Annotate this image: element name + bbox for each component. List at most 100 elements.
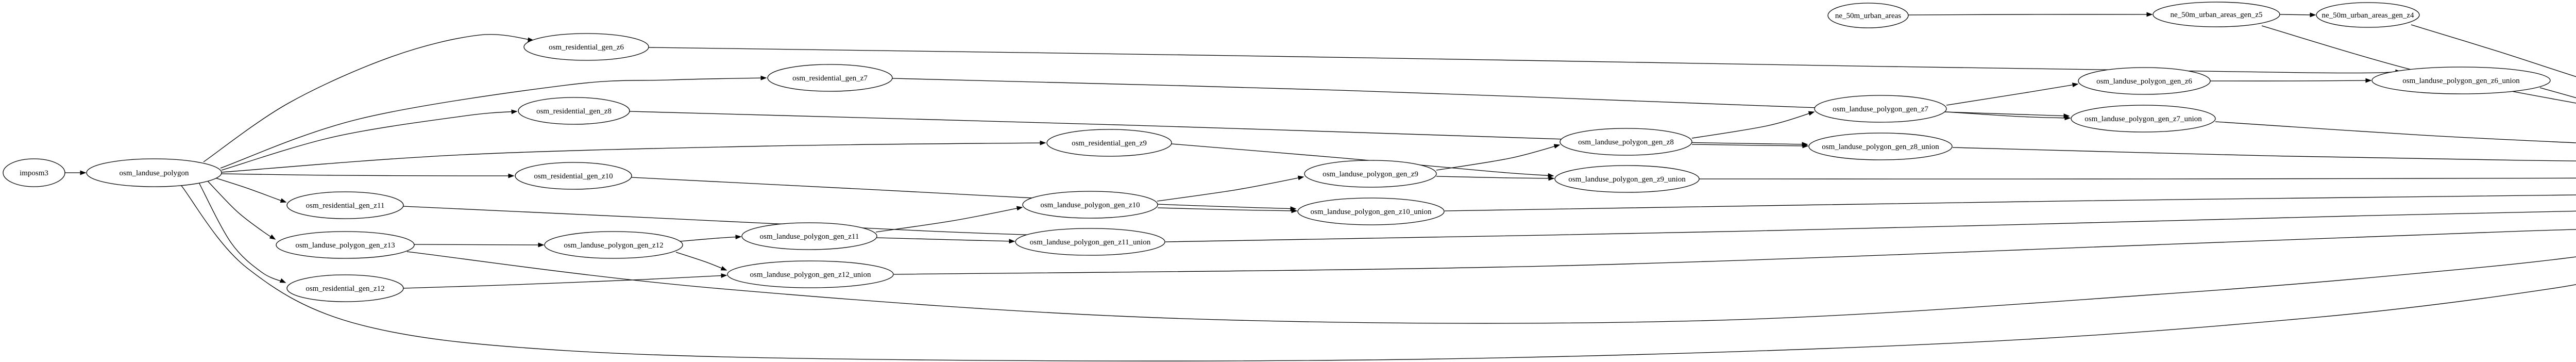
edge-osm_landuse_polygon_gen_z10_union-to-layer_landuse:z10: [1444, 194, 2576, 211]
edge-osm_landuse_polygon-to-osm_residential_gen_z7: [220, 75, 767, 169]
edge-osm_landuse_polygon_gen_z7-to-osm_landuse_polygon_gen_z7_union: [1946, 111, 2071, 121]
node-ellipse-osm_landuse_polygon: [86, 158, 222, 187]
node-osm_residential_gen_z12: osm_residential_gen_z12: [286, 274, 404, 302]
node-ellipse-ne_50m_urban_areas_gen_z4: [2316, 2, 2420, 28]
node-label-osm_landuse_polygon_gen_z8_union: osm_landuse_polygon_gen_z8_union: [1822, 143, 1939, 151]
node-label-osm_landuse_polygon_gen_z8: osm_landuse_polygon_gen_z8: [1578, 138, 1674, 146]
edge-osm_landuse_polygon_gen_z10-to-osm_landuse_polygon_gen_z10_union: [1157, 207, 1298, 213]
edge-osm_landuse_polygon_gen_z6_union-to-layer_landuse:z6: [2539, 87, 2576, 98]
node-label-osm_residential_gen_z6: osm_residential_gen_z6: [549, 43, 624, 52]
node-ellipse-osm_landuse_polygon_gen_z9_union: [1554, 165, 1700, 193]
node-osm_residential_gen_z7: osm_residential_gen_z7: [767, 64, 893, 92]
edge-osm_residential_gen_z10-to-osm_landuse_polygon_gen_z10_union: [631, 177, 1297, 211]
node-label-osm_landuse_polygon_gen_z7_union: osm_landuse_polygon_gen_z7_union: [2084, 115, 2202, 123]
edge-osm_landuse_polygon-to-osm_landuse_polygon_gen_z13: [207, 180, 276, 240]
node-osm_landuse_polygon_gen_z9_union: osm_landuse_polygon_gen_z9_union: [1554, 165, 1700, 193]
node-ellipse-osm_landuse_polygon_gen_z7_union: [2071, 105, 2216, 133]
node-osm_landuse_polygon_gen_z8: osm_landuse_polygon_gen_z8: [1560, 128, 1692, 156]
node-label-osm_landuse_polygon_gen_z6: osm_landuse_polygon_gen_z6: [2096, 77, 2192, 86]
edge-osm_landuse_polygon_gen_z9-to-osm_landuse_polygon_gen_z9_union: [1436, 176, 1555, 181]
node-ellipse-osm_residential_gen_z11: [286, 191, 404, 219]
edge-osm_landuse_polygon_gen_z11-to-osm_landuse_polygon_gen_z11_union: [876, 237, 1015, 244]
edge-ne_50m_urban_areas-to-ne_50m_urban_areas_gen_z5: [1908, 12, 2153, 17]
node-label-imposm3: imposm3: [20, 169, 48, 177]
node-osm_residential_gen_z10: osm_residential_gen_z10: [515, 162, 632, 190]
node-ellipse-osm_landuse_polygon_gen_z11_union: [1015, 228, 1165, 256]
node-osm_landuse_polygon_gen_z12_union: osm_landuse_polygon_gen_z12_union: [727, 260, 894, 288]
node-ellipse-ne_50m_urban_areas_gen_z5: [2153, 2, 2280, 27]
node-ellipse-osm_residential_gen_z10: [515, 162, 632, 190]
node-ellipse-osm_residential_gen_z7: [767, 64, 893, 92]
edge-osm_residential_gen_z11-to-osm_landuse_polygon_gen_z11_union: [402, 206, 1041, 238]
node-ellipse-osm_landuse_polygon_gen_z12: [544, 231, 683, 259]
node-label-ne_50m_urban_areas_gen_z5: ne_50m_urban_areas_gen_z5: [2170, 11, 2262, 19]
node-label-osm_landuse_polygon: osm_landuse_polygon: [120, 169, 189, 177]
node-label-osm_landuse_polygon_gen_z9_union: osm_landuse_polygon_gen_z9_union: [1568, 175, 1686, 184]
node-ellipse-imposm3: [3, 158, 65, 187]
node-ellipse-osm_landuse_polygon_gen_z12_union: [727, 260, 894, 288]
node-label-ne_50m_urban_areas: ne_50m_urban_areas: [1835, 12, 1901, 20]
node-osm_residential_gen_z9: osm_residential_gen_z9: [1046, 129, 1172, 157]
node-label-osm_landuse_polygon_gen_z12_union: osm_landuse_polygon_gen_z12_union: [750, 271, 871, 279]
node-label-osm_landuse_polygon_gen_z9: osm_landuse_polygon_gen_z9: [1323, 170, 1418, 178]
node-ellipse-osm_landuse_polygon_gen_z8: [1560, 128, 1692, 156]
edge-osm_landuse_polygon-to-layer_landuse:z14+: [181, 185, 2576, 361]
node-label-osm_landuse_polygon_gen_z10_union: osm_landuse_polygon_gen_z10_union: [1311, 208, 1432, 216]
node-osm_landuse_polygon_gen_z9: osm_landuse_polygon_gen_z9: [1304, 160, 1437, 188]
edge-ne_50m_urban_areas_gen_z5-to-layer_landuse:z5: [2261, 25, 2576, 104]
node-osm_landuse_polygon_gen_z10_union: osm_landuse_polygon_gen_z10_union: [1297, 198, 1445, 225]
node-label-osm_landuse_polygon_gen_z11_union: osm_landuse_polygon_gen_z11_union: [1030, 238, 1151, 246]
edge-osm_landuse_polygon_gen_z8-to-osm_landuse_polygon_gen_z8_union: [1691, 143, 1809, 149]
edge-osm_landuse_polygon_gen_z7_union-to-layer_landuse:z7: [2215, 121, 2576, 143]
edge-osm_landuse_polygon-to-osm_residential_gen_z8: [221, 109, 518, 171]
node-ellipse-ne_50m_urban_areas: [1827, 3, 1909, 28]
node-label-ne_50m_urban_areas_gen_z4: ne_50m_urban_areas_gen_z4: [2321, 11, 2414, 20]
node-osm_residential_gen_z8: osm_residential_gen_z8: [518, 97, 630, 125]
node-osm_landuse_polygon_gen_z7: osm_landuse_polygon_gen_z7: [1814, 95, 1947, 123]
node-label-osm_residential_gen_z12: osm_residential_gen_z12: [306, 285, 384, 293]
node-label-osm_landuse_polygon_gen_z6_union: osm_landuse_polygon_gen_z6_union: [2402, 77, 2520, 85]
edge-osm_landuse_polygon_gen_z11-to-osm_landuse_polygon_gen_z10: [875, 206, 1023, 233]
edge-osm_landuse_polygon-to-osm_residential_gen_z12: [198, 182, 286, 283]
edge-osm_landuse_polygon_gen_z12_union-to-layer_landuse:z12: [893, 229, 2576, 275]
edge-osm_landuse_polygon-to-osm_residential_gen_z11: [215, 177, 287, 203]
edge-osm_landuse_polygon_gen_z8-to-osm_landuse_polygon_gen_z7: [1691, 111, 1815, 139]
node-ellipse-osm_landuse_polygon_gen_z6_union: [2371, 67, 2551, 94]
edge-osm_landuse_polygon_gen_z12-to-osm_landuse_polygon_gen_z11: [680, 235, 742, 242]
node-ellipse-osm_landuse_polygon_gen_z10_union: [1297, 198, 1445, 225]
node-ellipse-osm_landuse_polygon_gen_z9: [1304, 160, 1437, 188]
node-ellipse-osm_landuse_polygon_gen_z8_union: [1808, 133, 1953, 160]
node-ne_50m_urban_areas_gen_z5: ne_50m_urban_areas_gen_z5: [2153, 2, 2280, 27]
edge-osm_landuse_polygon_gen_z13-to-osm_landuse_polygon_gen_z12: [414, 242, 545, 248]
node-osm_landuse_polygon: osm_landuse_polygon: [86, 158, 222, 187]
node-ellipse-osm_residential_gen_z12: [286, 274, 404, 302]
node-ne_50m_urban_areas_gen_z4: ne_50m_urban_areas_gen_z4: [2316, 2, 2420, 28]
edge-osm_landuse_polygon_gen_z9-to-osm_landuse_polygon_gen_z8: [1436, 144, 1561, 171]
edge-osm_landuse_polygon_gen_z8_union-to-layer_landuse:z8: [1952, 147, 2576, 162]
edge-osm_landuse_polygon-to-osm_residential_gen_z10: [221, 173, 515, 178]
node-label-osm_landuse_polygon_gen_z10: osm_landuse_polygon_gen_z10: [1040, 201, 1140, 209]
edge-osm_residential_gen_z12-to-osm_landuse_polygon_gen_z12_union: [402, 273, 727, 289]
node-osm_residential_gen_z11: osm_residential_gen_z11: [286, 191, 404, 219]
edge-osm_landuse_polygon_gen_z6-to-osm_landuse_polygon_gen_z6_union: [2210, 78, 2372, 83]
node-ellipse-osm_residential_gen_z9: [1046, 129, 1172, 157]
edge-osm_landuse_polygon_gen_z13-to-layer_landuse:z13: [406, 251, 2576, 324]
node-label-osm_residential_gen_z10: osm_residential_gen_z10: [534, 172, 613, 180]
node-ellipse-osm_landuse_polygon_gen_z6: [2078, 67, 2211, 95]
edge-osm_landuse_polygon_gen_z11_union-to-layer_landuse:z11: [1165, 210, 2576, 242]
node-osm_landuse_polygon_gen_z11: osm_landuse_polygon_gen_z11: [741, 222, 877, 250]
edge-osm_landuse_polygon-to-osm_residential_gen_z6: [203, 34, 534, 162]
edge-osm_residential_gen_z8-to-osm_landuse_polygon_gen_z8_union: [629, 111, 1808, 147]
node-label-osm_residential_gen_z8: osm_residential_gen_z8: [536, 107, 612, 116]
node-ne_50m_urban_areas: ne_50m_urban_areas: [1827, 3, 1909, 28]
edge-osm_landuse_polygon_gen_z12-to-osm_landuse_polygon_gen_z12_union: [675, 252, 727, 271]
node-label-osm_landuse_polygon_gen_z7: osm_landuse_polygon_gen_z7: [1833, 105, 1928, 113]
node-imposm3: imposm3: [3, 158, 65, 187]
node-ellipse-osm_residential_gen_z8: [518, 97, 630, 125]
node-label-osm_residential_gen_z7: osm_residential_gen_z7: [792, 74, 868, 83]
node-ellipse-osm_landuse_polygon_gen_z10: [1022, 191, 1158, 219]
node-layer: imposm3 osm_landuse_polygon osm_residentia…: [3, 2, 2551, 302]
edge-ne_50m_urban_areas_gen_z5-to-ne_50m_urban_areas_gen_z4: [2279, 12, 2316, 18]
node-osm_landuse_polygon_gen_z12: osm_landuse_polygon_gen_z12: [544, 231, 683, 259]
